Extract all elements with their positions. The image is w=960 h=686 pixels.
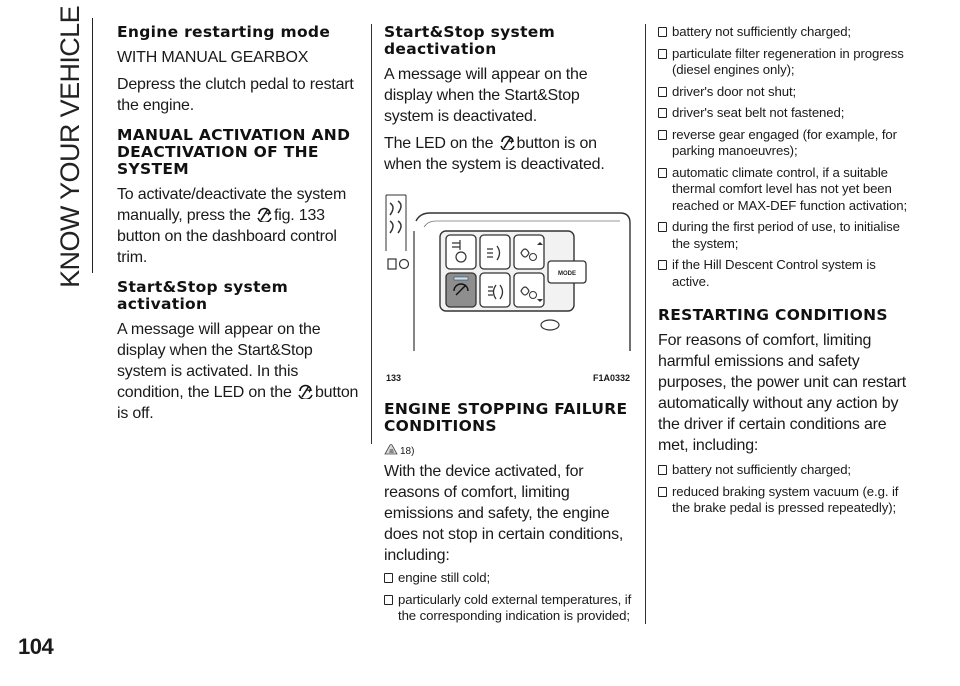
list-item: during the first period of use, to initi… [658, 219, 914, 252]
paragraph-manual-activation: To activate/deactivate the system manual… [117, 186, 347, 266]
heading-start-stop-activation: Start&Stop system activation [117, 278, 289, 313]
heading-engine-restarting-mode: Engine restarting mode [117, 23, 331, 41]
page-number: 104 [18, 634, 54, 659]
checkbox-bullet-icon [658, 222, 667, 232]
list-item: if the Hill Descent Control system is ac… [658, 257, 914, 290]
failure-conditions-list: engine still cold; particularly cold ext… [384, 570, 632, 625]
heading-start-stop-deactivation: Start&Stop system deactivation [384, 23, 556, 58]
note-reference: 18) [384, 441, 632, 459]
checkbox-bullet-icon [658, 486, 667, 497]
stopping-conditions-list: battery not sufficiently charged; partic… [658, 24, 914, 290]
checkbox-bullet-icon [658, 465, 667, 475]
figure-code: F1A0332 [592, 373, 630, 383]
list-item: battery not sufficiently charged; [658, 24, 914, 41]
column-divider-1 [371, 24, 372, 444]
paragraph-restarting-conditions: For reasons of comfort, limiting harmful… [658, 332, 907, 454]
list-item: particularly cold external temperatures,… [384, 592, 632, 625]
list-item: driver's seat belt not fastened; [658, 105, 914, 122]
paragraph-deactivation-message: A message will appear on the display whe… [384, 66, 588, 125]
checkbox-bullet-icon [658, 260, 667, 270]
restarting-conditions-list: battery not sufficiently charged; reduce… [658, 462, 914, 517]
list-item: reduced braking system vacuum (e.g. if t… [658, 484, 914, 517]
checkbox-bullet-icon [658, 167, 667, 178]
checkbox-bullet-icon [658, 27, 667, 37]
paragraph-failure-conditions: With the device activated, for reasons o… [384, 463, 624, 564]
figure-caption: 133 F1A0332 [384, 373, 632, 387]
list-item: battery not sufficiently charged; [658, 462, 914, 479]
checkbox-bullet-icon [384, 573, 393, 583]
column-divider-2 [645, 24, 646, 624]
list-item: engine still cold; [384, 570, 632, 587]
mode-button-label: MODE [558, 271, 576, 277]
column-3: battery not sufficiently charged; partic… [658, 24, 914, 522]
list-item: driver's door not shut; [658, 84, 914, 101]
checkbox-bullet-icon [658, 129, 667, 140]
column-2: Start&Stop system deactivation A message… [384, 24, 632, 630]
warning-hand-icon [384, 444, 398, 455]
figure-number: 133 [386, 373, 402, 383]
checkbox-bullet-icon [658, 86, 667, 97]
side-title-text: KNOW YOUR VEHICLE [54, 6, 85, 288]
list-item: particulate filter regeneration in progr… [658, 46, 914, 79]
dashboard-illustration: MODE [384, 191, 632, 371]
figure-dashboard-control-trim: MODE [384, 191, 632, 371]
heading-engine-stopping-failure: ENGINE STOPPING FAILURE CONDITIONS [384, 400, 628, 435]
side-section-title: KNOW YOUR VEHICLE [53, 6, 87, 288]
paragraph-deactivation-led: The LED on the button is on when the sys… [384, 135, 605, 173]
checkbox-bullet-icon [658, 48, 667, 59]
paragraph-manual-gearbox: WITH MANUAL GEARBOX [117, 49, 309, 66]
column-1: Engine restarting mode WITH MANUAL GEARB… [117, 24, 362, 424]
heading-manual-activation: MANUAL ACTIVATION AND DEACTIVATION OF TH… [117, 126, 351, 178]
side-rule [92, 18, 93, 273]
start-stop-icon [499, 135, 515, 150]
checkbox-bullet-icon [658, 108, 667, 118]
start-stop-icon [298, 384, 313, 399]
start-stop-icon [257, 207, 272, 222]
paragraph-clutch: Depress the clutch pedal to restart the … [117, 76, 354, 114]
list-item: reverse gear engaged (for example, for p… [658, 127, 914, 160]
list-item: automatic climate control, if a suitable… [658, 165, 914, 215]
checkbox-bullet-icon [384, 594, 393, 605]
paragraph-start-stop-activation: A message will appear on the display whe… [117, 321, 359, 422]
heading-restarting-conditions: RESTARTING CONDITIONS [658, 306, 888, 324]
